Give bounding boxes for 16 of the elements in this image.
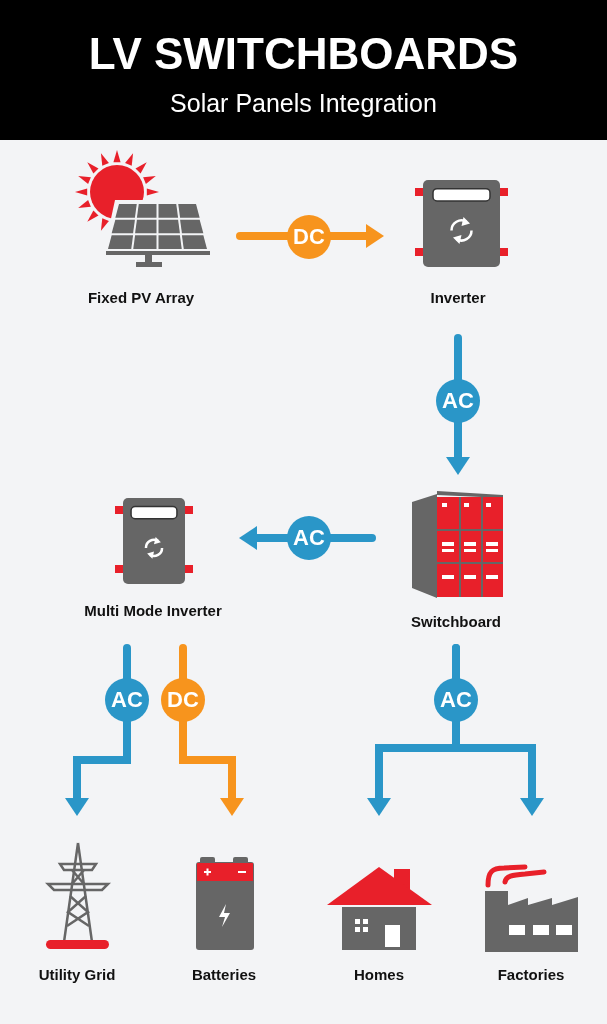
edge-label: DC <box>287 215 331 259</box>
edge-label: DC <box>161 678 205 722</box>
node-label: Utility Grid <box>38 966 116 984</box>
node-label: Homes <box>354 966 404 984</box>
edge-label: AC <box>436 379 480 423</box>
node-label: Factories <box>497 966 565 984</box>
edge-label: AC <box>434 678 478 722</box>
node-label: Inverter <box>430 289 486 307</box>
node-label: Multi Mode Inverter <box>84 602 222 620</box>
node-label: Fixed PV Array <box>87 289 195 307</box>
edge-label: AC <box>105 678 149 722</box>
node-label: Batteries <box>191 966 257 984</box>
subtitle: Solar Panels Integration <box>169 88 438 118</box>
node-label: Switchboard <box>411 613 501 631</box>
edge-label: AC <box>287 516 331 560</box>
title: LV SWITCHBOARDS <box>87 28 520 80</box>
